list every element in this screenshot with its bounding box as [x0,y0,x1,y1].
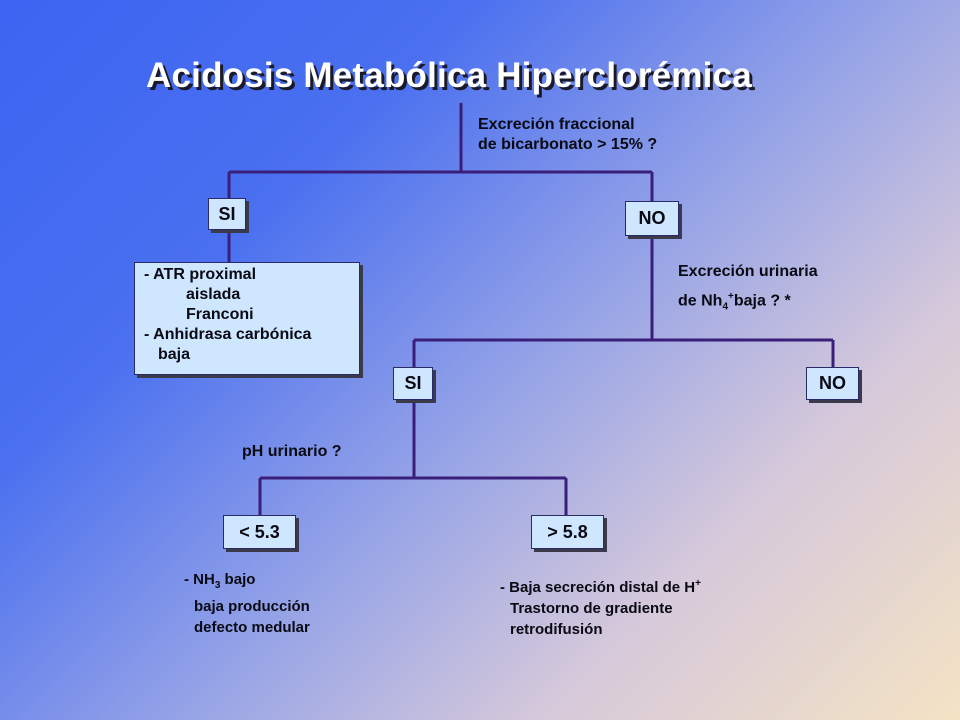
gt-desc-pre: - Baja secreción distal de H [500,579,696,596]
question-ammonium-line1: Excreción urinaria [678,263,818,280]
node-si-1: SI [208,198,246,230]
node-lt-5-3: < 5.3 [223,515,296,549]
gt-desc-sup: + [695,578,701,589]
node-no-2: NO [806,367,859,400]
node-gt-5-8: > 5.8 [531,515,604,549]
atr-line-1: - ATR proximal [144,266,257,283]
lt-desc-sub: 3 [214,580,221,591]
question-ph: pH urinario ? [242,443,342,460]
node-no-1: NO [625,201,679,236]
question-ammonium-line2: de Nh4+baja ? * [678,284,818,320]
gt-desc-line-3: retrodifusión [510,621,603,638]
question-ammonium-post: baja ? * [733,292,791,310]
lt-description: - NH3 bajo baja producción defecto medul… [184,569,310,638]
atr-line-4: - Anhidrasa carbónica [144,326,312,343]
gt-desc-line-2: Trastorno de gradiente [510,600,673,617]
question-ammonium-sup: + [728,291,734,302]
atr-box: - ATR proximal aislada Franconi - Anhidr… [134,262,360,375]
atr-line-3: Franconi [186,306,254,323]
lt-desc-line-2: baja producción [194,598,310,615]
lt-desc-line-3: defecto medular [194,619,310,636]
question-ammonium: Excreción urinaria de Nh4+baja ? * [678,259,818,320]
question-bicarbonate-line2: de bicarbonato > 15% ? [478,136,658,153]
atr-line-5: baja [158,346,191,363]
lt-desc-line-1: - NH3 bajo [184,569,310,596]
node-si-2: SI [393,367,433,400]
question-bicarbonate: Excreción fraccional de bicarbonato > 15… [478,115,657,155]
question-bicarbonate-line1: Excreción fraccional [478,116,635,133]
lt-desc-pre: - NH [184,571,215,588]
gt-desc-line-1: - Baja secreción distal de H+ [500,573,701,598]
gt-description: - Baja secreción distal de H+ Trastorno … [500,573,701,640]
question-ammonium-pre: de Nh [678,292,723,310]
question-ammonium-sub: 4 [722,301,729,313]
page-title: Acidosis Metabólica Hiperclorémica [146,56,752,95]
atr-line-2: aislada [186,286,241,303]
lt-desc-post: bajo [220,571,256,588]
